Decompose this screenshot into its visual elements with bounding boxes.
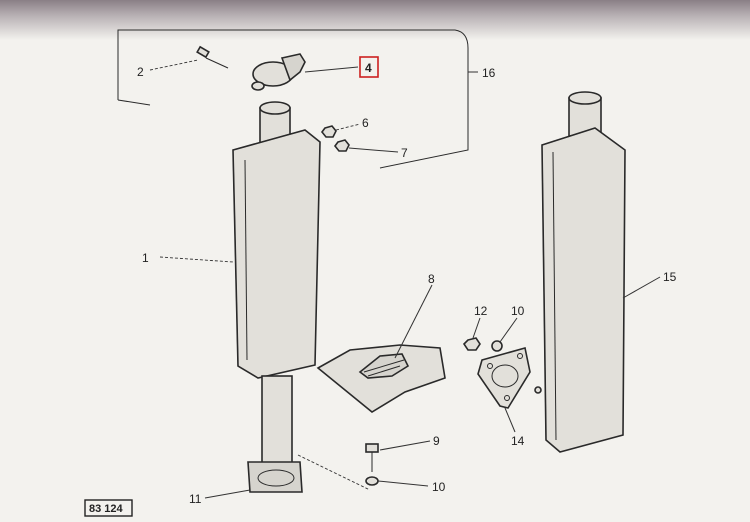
callout-2: 2 — [137, 65, 144, 79]
nut-part-7 — [333, 139, 350, 152]
washer-part-10-lower — [365, 476, 379, 486]
nut-part-12 — [462, 337, 481, 351]
leader-1 — [159, 256, 234, 263]
nut-part-6 — [320, 125, 337, 138]
highlight-box-4 — [359, 56, 379, 78]
rain-cap-part-4 — [251, 53, 306, 91]
flange-gasket-part-14 — [477, 346, 542, 409]
leader-7 — [348, 147, 399, 153]
leader-9 — [379, 440, 431, 451]
callout-10-lower: 10 — [432, 480, 446, 494]
leader-10-upper — [499, 317, 518, 343]
leader-11 — [204, 489, 251, 499]
silencer-part-15 — [541, 91, 626, 453]
leader-4 — [304, 66, 359, 73]
bracket-left-tick — [117, 99, 151, 106]
callout-16: 16 — [482, 66, 496, 80]
callout-8: 8 — [428, 272, 435, 286]
callout-14: 14 — [511, 434, 525, 448]
callout-4: 4 — [365, 61, 372, 75]
leader-2 — [149, 59, 199, 71]
callout-15: 15 — [663, 270, 677, 284]
heat-shield-part-8 — [316, 344, 446, 413]
callout-10-upper: 10 — [511, 304, 525, 318]
bolt-part-2 — [196, 45, 229, 69]
lower-mount-dash — [297, 454, 371, 491]
leader-14 — [504, 407, 516, 433]
callout-6: 6 — [362, 116, 369, 130]
assembly-bracket-outline — [117, 29, 469, 169]
leader-15 — [622, 276, 661, 299]
callout-9: 9 — [433, 434, 440, 448]
leader-10-lower — [377, 480, 429, 487]
figure-number-box — [84, 499, 133, 517]
callout-7: 7 — [401, 146, 408, 160]
leader-12 — [472, 317, 481, 339]
washer-part-10-upper — [491, 340, 503, 352]
callout-1: 1 — [142, 251, 149, 265]
silencer-part-1 — [232, 101, 321, 493]
figure-number: 83 124 — [89, 503, 124, 515]
bolt-part-9 — [365, 443, 379, 472]
callout-11: 11 — [189, 492, 202, 506]
scan-edge-shadow — [0, 0, 750, 40]
leader-8 — [394, 284, 433, 359]
callout-12: 12 — [474, 304, 488, 318]
leader-6 — [335, 123, 361, 131]
